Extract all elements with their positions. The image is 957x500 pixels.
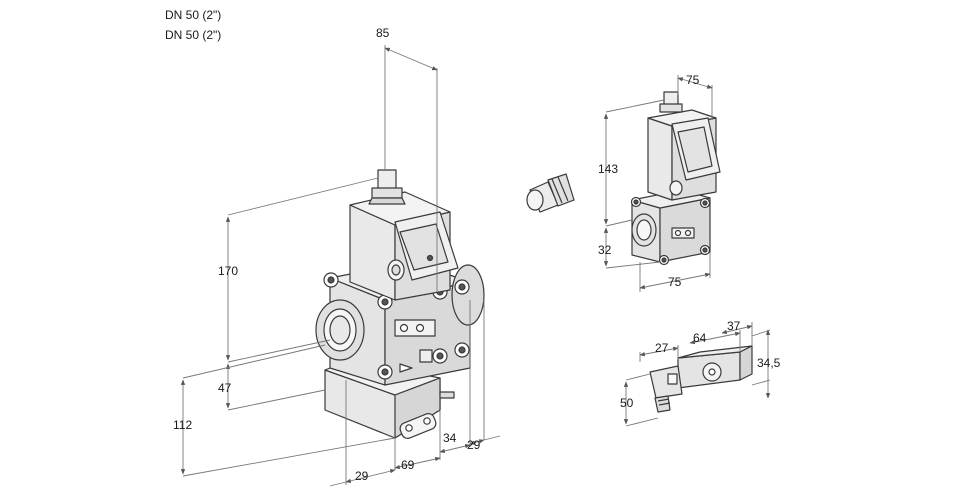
dimension-lines	[180, 45, 771, 487]
header-line-1: DN 50 (2")	[165, 8, 222, 22]
dim-side-34: 34	[443, 431, 457, 445]
dim-side-29-right: 29	[467, 438, 481, 452]
side-view-drawing	[630, 91, 721, 266]
dim-side-height-lower: 32	[598, 243, 612, 257]
connector-drawing	[649, 345, 753, 413]
dim-side-width-top: 75	[686, 73, 700, 87]
cable-gland-drawing	[526, 173, 575, 213]
dim-connector-27: 27	[655, 341, 669, 355]
dim-top-width: 85	[376, 26, 390, 40]
dim-connector-64: 64	[693, 331, 707, 345]
dim-height-total: 112	[173, 418, 193, 432]
dim-connector-50: 50	[620, 396, 634, 410]
header-line-2: DN 50 (2")	[165, 28, 222, 42]
dim-bottom-69: 69	[401, 458, 415, 472]
main-valve-drawing	[315, 169, 485, 439]
dim-height-upper: 170	[218, 264, 239, 278]
dim-side-height-upper: 143	[598, 162, 619, 176]
dim-connector-34-5: 34,5	[757, 356, 781, 370]
dim-connector-37: 37	[727, 319, 741, 333]
dim-bottom-29: 29	[355, 469, 369, 483]
dim-height-middle: 47	[218, 381, 232, 395]
dim-side-width-bottom: 75	[668, 275, 682, 289]
